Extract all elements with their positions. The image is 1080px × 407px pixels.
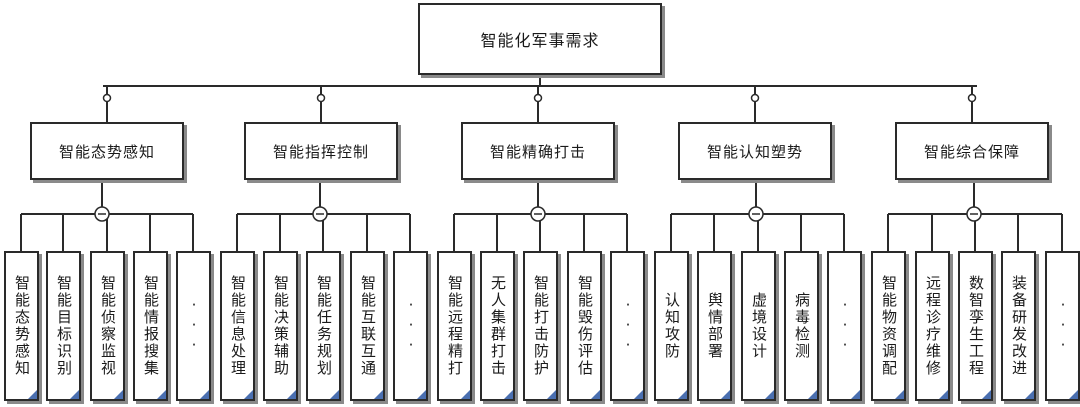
leaf-label: ···: [619, 296, 637, 356]
junction-dot: [316, 93, 326, 103]
leaf-node-ellipsis: ···: [1045, 251, 1080, 401]
leaf-node: 装备研发改进: [1001, 251, 1036, 401]
leaf-label: 智能情报搜集: [142, 275, 160, 377]
junction-dot: [533, 93, 543, 103]
leaf-label: 智能态势感知: [13, 275, 31, 377]
leaf-label: ···: [402, 296, 420, 356]
leaf-label: 智能目标识别: [55, 275, 73, 377]
branch-label: 智能态势感知: [58, 142, 155, 161]
branch-node-support: 智能综合保障: [895, 122, 1049, 180]
leaf-label: 病毒检测: [793, 292, 811, 360]
leaf-label: 智能互联互通: [359, 275, 377, 377]
branch-node-precision-strike: 智能精确打击: [461, 122, 615, 180]
leaf-node: 智能打击防护: [523, 251, 558, 401]
branch-node-cognitive-shaping: 智能认知塑势: [678, 122, 832, 180]
root-label: 智能化军事需求: [480, 31, 600, 50]
leaf-label: 远程诊疗维修: [924, 275, 942, 377]
leaf-node-ellipsis: ···: [176, 251, 211, 401]
leaf-label: 智能任务规划: [315, 275, 333, 377]
leaf-node: 智能物资调配: [871, 251, 906, 401]
leaf-node: 病毒检测: [784, 251, 819, 401]
branch-label: 智能指挥控制: [272, 142, 369, 161]
junction-dot: [967, 93, 977, 103]
leaf-label: 智能信息处理: [229, 275, 247, 377]
leaf-label: ···: [1054, 296, 1072, 356]
branch-label: 智能综合保障: [923, 142, 1020, 161]
leaf-node: 智能态势感知: [4, 251, 39, 401]
leaf-node: 智能远程精打: [437, 251, 472, 401]
branch-label: 智能认知塑势: [706, 142, 803, 161]
leaf-node: 智能信息处理: [220, 251, 255, 401]
branch-label: 智能精确打击: [489, 142, 586, 161]
leaf-label: 虚境设计: [750, 292, 768, 360]
branch-node-situation-awareness: 智能态势感知: [30, 122, 184, 180]
leaf-node-ellipsis: ···: [393, 251, 428, 401]
leaf-label: 无人集群打击: [489, 275, 507, 377]
leaf-node: 远程诊疗维修: [915, 251, 950, 401]
leaf-node: 智能情报搜集: [133, 251, 168, 401]
junction-dot: [750, 93, 760, 103]
leaf-node-ellipsis: ···: [610, 251, 645, 401]
leaf-label: ···: [185, 296, 203, 356]
leaf-label: 数智孪生工程: [967, 275, 985, 377]
leaf-label: 装备研发改进: [1010, 275, 1028, 377]
leaf-node: 数智孪生工程: [958, 251, 993, 401]
leaf-label: 智能决策辅助: [272, 275, 290, 377]
leaf-node: 智能毁伤评估: [567, 251, 602, 401]
leaf-label: 舆情部署: [706, 292, 724, 360]
leaf-node: 智能决策辅助: [263, 251, 298, 401]
leaf-label: ···: [836, 296, 854, 356]
branch-node-command-control: 智能指挥控制: [244, 122, 398, 180]
leaf-node: 智能任务规划: [306, 251, 341, 401]
leaf-label: 智能远程精打: [446, 275, 464, 377]
leaf-node: 无人集群打击: [480, 251, 515, 401]
leaf-node: 虚境设计: [741, 251, 776, 401]
leaf-node: 智能互联互通: [350, 251, 385, 401]
leaf-node-ellipsis: ···: [827, 251, 862, 401]
leaf-label: 智能侦察监视: [99, 275, 117, 377]
leaf-node: 舆情部署: [697, 251, 732, 401]
leaf-label: 认知攻防: [663, 292, 681, 360]
leaf-node: 智能侦察监视: [90, 251, 125, 401]
junction-dot: [102, 93, 112, 103]
leaf-label: 智能打击防护: [532, 275, 550, 377]
root-node: 智能化军事需求: [418, 3, 662, 75]
leaf-node: 认知攻防: [654, 251, 689, 401]
leaf-label: 智能毁伤评估: [576, 275, 594, 377]
leaf-node: 智能目标识别: [46, 251, 81, 401]
leaf-label: 智能物资调配: [880, 275, 898, 377]
